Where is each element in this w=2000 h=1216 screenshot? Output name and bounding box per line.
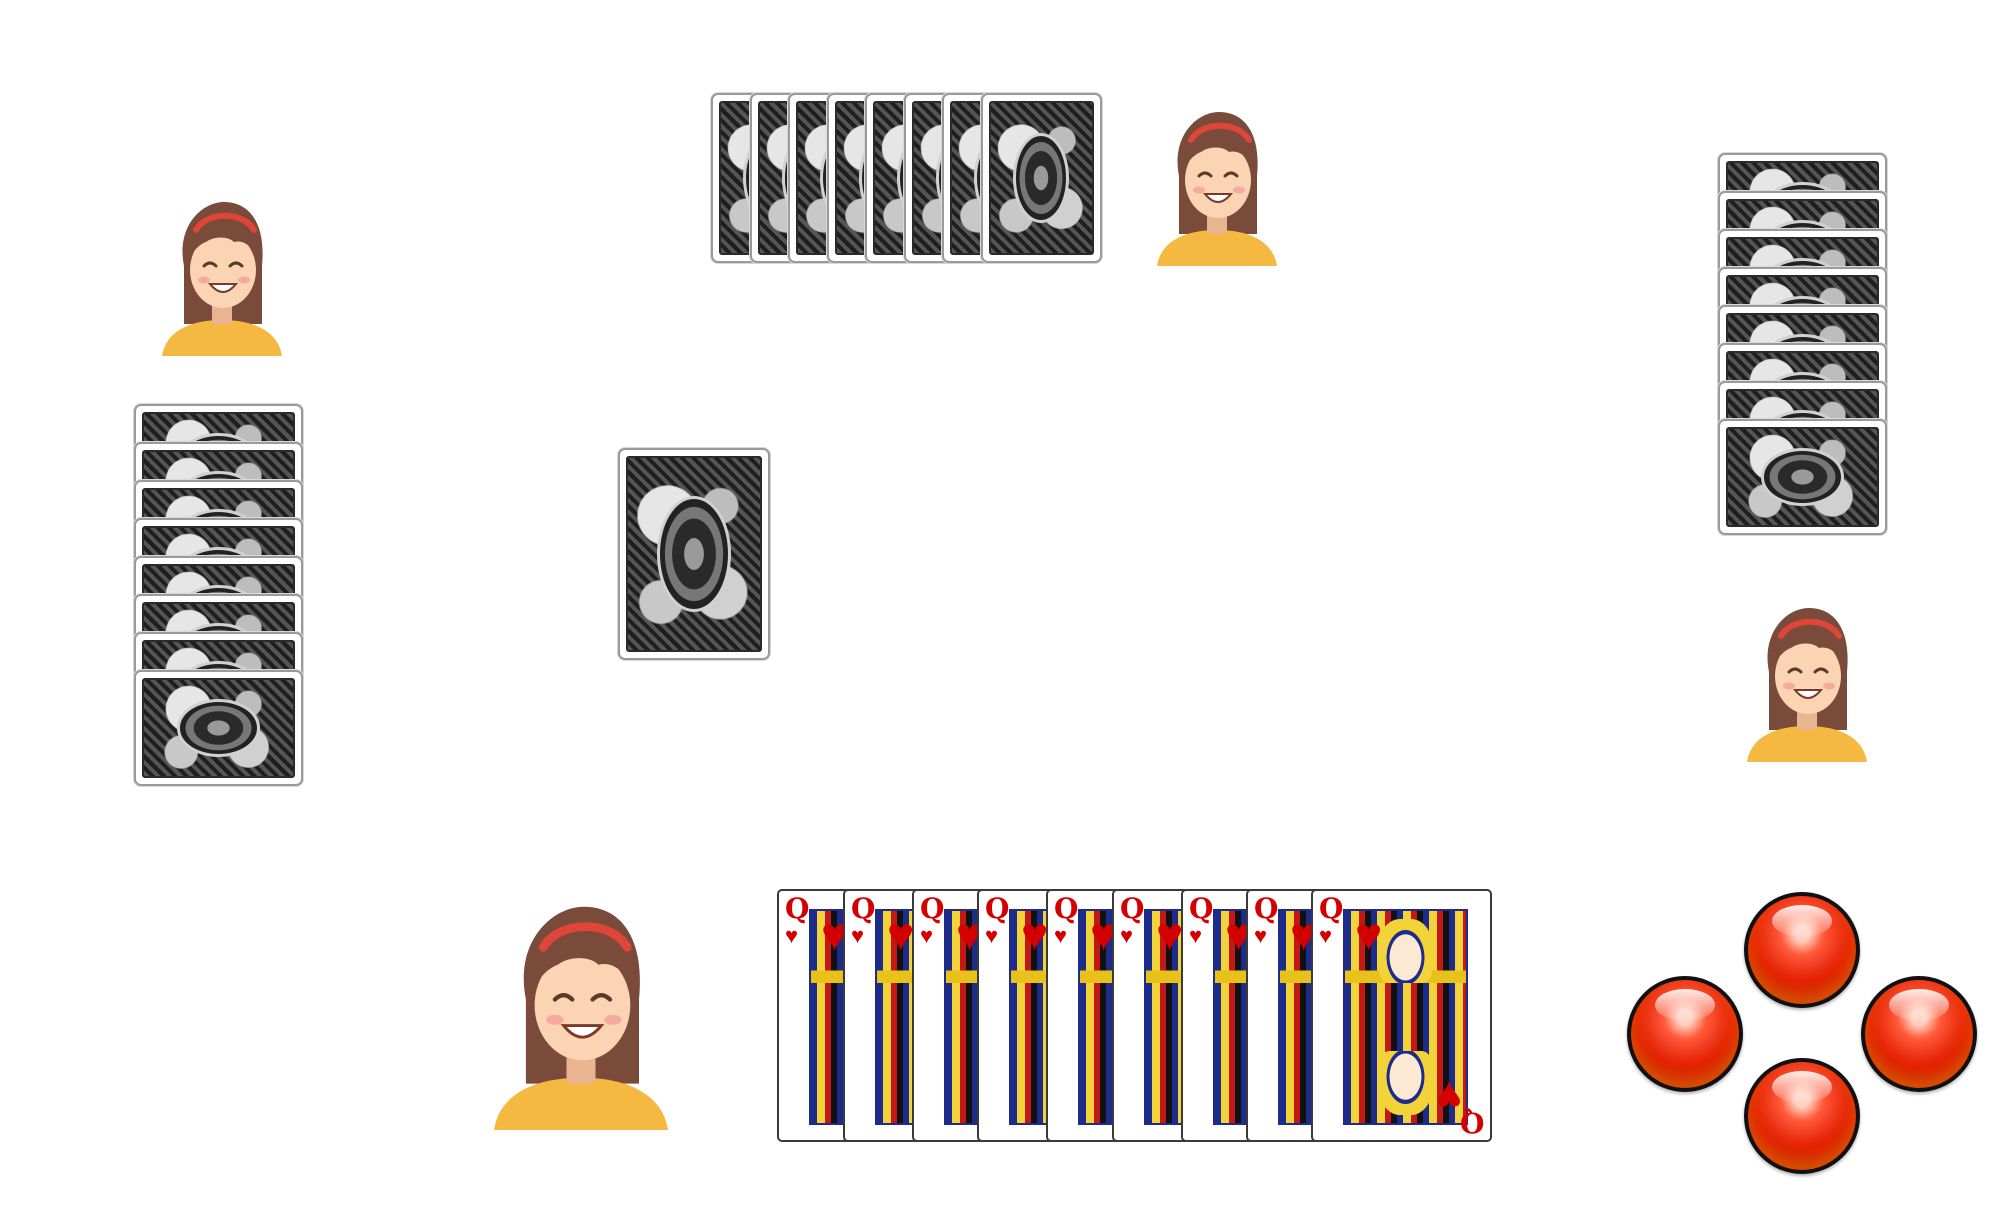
- card-rank: Q: [920, 892, 945, 925]
- heart-suit-icon: ♥: [1054, 923, 1068, 948]
- dpad-right-button[interactable]: [1861, 976, 1977, 1092]
- card-rank: Q: [985, 892, 1010, 925]
- player-west-avatar: [162, 196, 282, 356]
- card-rank: Q: [785, 892, 810, 925]
- heart-suit-icon: ♥: [1120, 923, 1134, 948]
- dpad-down-button[interactable]: [1744, 1058, 1860, 1174]
- heart-suit-icon: ♥: [1156, 908, 1184, 960]
- card-rank: Q: [851, 892, 876, 925]
- card-rank: Q: [1054, 892, 1079, 925]
- heart-suit-icon: ♥: [1355, 908, 1383, 960]
- heart-suit-icon: ♥: [851, 923, 865, 948]
- heart-suit-icon: ♥: [1189, 923, 1203, 948]
- player-east-avatar: [1747, 602, 1867, 762]
- player-north-avatar: [1157, 106, 1277, 266]
- heart-suit-icon: ♥: [1435, 1072, 1462, 1121]
- heart-suit-icon: ♥: [785, 923, 799, 948]
- card-rank: Q: [1319, 892, 1344, 925]
- heart-suit-icon: ♥: [920, 923, 934, 948]
- card-rank: Q: [1459, 1106, 1484, 1139]
- dpad-left-button[interactable]: [1627, 976, 1743, 1092]
- opponent-card-back: [134, 670, 303, 786]
- girl-avatar-icon: [1747, 602, 1867, 762]
- card-rank: Q: [1254, 892, 1279, 925]
- hand-card[interactable]: Q♥♥Q♥: [1311, 889, 1492, 1142]
- girl-avatar-icon: [162, 196, 282, 356]
- dpad-up-button[interactable]: [1744, 892, 1860, 1008]
- queen-portrait: [1343, 909, 1468, 1125]
- heart-suit-icon: ♥: [1319, 923, 1333, 948]
- opponent-card-back: [980, 93, 1102, 263]
- heart-suit-icon: ♥: [1021, 908, 1049, 960]
- card-rank: Q: [1120, 892, 1145, 925]
- heart-suit-icon: ♥: [887, 908, 915, 960]
- heart-suit-icon: ♥: [1254, 923, 1268, 948]
- girl-avatar-icon: [1157, 106, 1277, 266]
- player-south-avatar: [492, 898, 670, 1130]
- opponent-card-back: [1718, 419, 1887, 535]
- card-rank: Q: [1189, 892, 1214, 925]
- heart-suit-icon: ♥: [985, 923, 999, 948]
- center-card-back: [618, 448, 770, 660]
- girl-avatar-icon: [492, 898, 670, 1130]
